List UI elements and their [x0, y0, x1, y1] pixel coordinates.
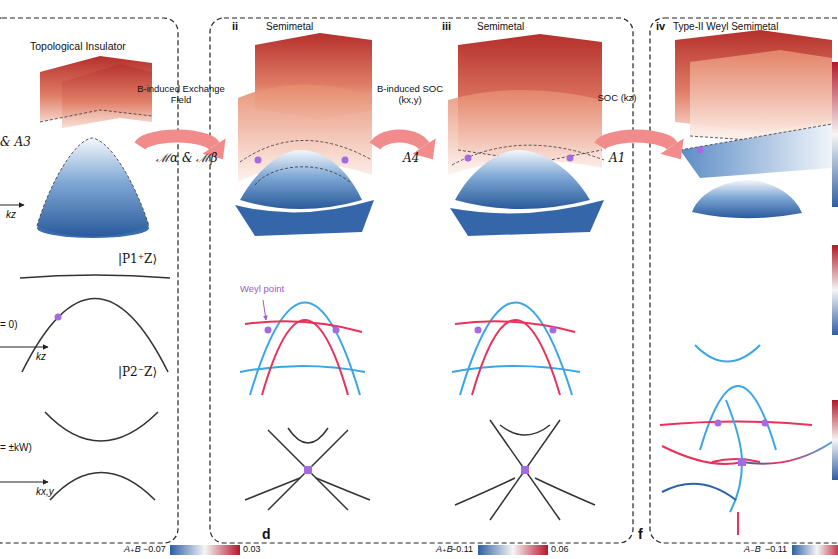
panel-number: ii	[232, 20, 238, 33]
axis-label: d	[262, 526, 271, 542]
axis-label: 0.03	[243, 544, 261, 554]
panel-number: iv	[656, 20, 665, 33]
axis-label: kz	[36, 351, 46, 363]
axis-label: A₊B	[124, 544, 141, 554]
panel-title: Topological Insulator	[30, 40, 126, 52]
axis-label: = ±kW)	[0, 442, 32, 454]
panel-region: iii Semimetal	[440, 18, 600, 260]
axis-label: kx,y	[36, 486, 54, 498]
symbol-label: & A3	[0, 136, 31, 150]
axis-label: A₊B	[436, 544, 453, 554]
symbol-label: A4	[403, 152, 419, 166]
transition-arrow	[140, 136, 214, 146]
symbol-label: A1	[609, 152, 625, 166]
axis-label: = 0)	[0, 319, 18, 331]
panel-title: Semimetal	[266, 21, 313, 33]
transition-arrow	[600, 136, 672, 146]
axis-label: −0.11	[765, 544, 787, 554]
panel-region: ivType-II Weyl Semimetal	[688, 18, 838, 260]
axis-label: kz	[6, 209, 16, 221]
axis-label: −0.07	[143, 544, 166, 554]
callout-label: Weyl point	[240, 284, 284, 295]
arrow-label: B-induced SOC (kx,y)	[372, 83, 448, 106]
transition-arrow	[375, 136, 424, 146]
symbol-label: |P2⁻Z⟩	[118, 366, 157, 380]
symbol-label: ℳα & ℳβ	[156, 152, 217, 166]
panel-number: iii	[442, 20, 451, 33]
panel-title: Type-II Weyl Semimetal	[673, 21, 778, 33]
axis-label: 0.06	[551, 544, 569, 554]
symbol-label: |P1⁺Z⟩	[118, 253, 157, 267]
axis-label: A₋B	[744, 544, 761, 554]
panel-title: Semimetal	[477, 21, 524, 33]
axis-label: f	[638, 526, 643, 542]
arrow-label: SOC (kz)	[582, 92, 652, 103]
arrow-label: B-induced Exchange Field	[136, 83, 226, 106]
axis-label: −0.11	[451, 544, 473, 554]
panel-region: ii Semimetal	[230, 18, 375, 260]
